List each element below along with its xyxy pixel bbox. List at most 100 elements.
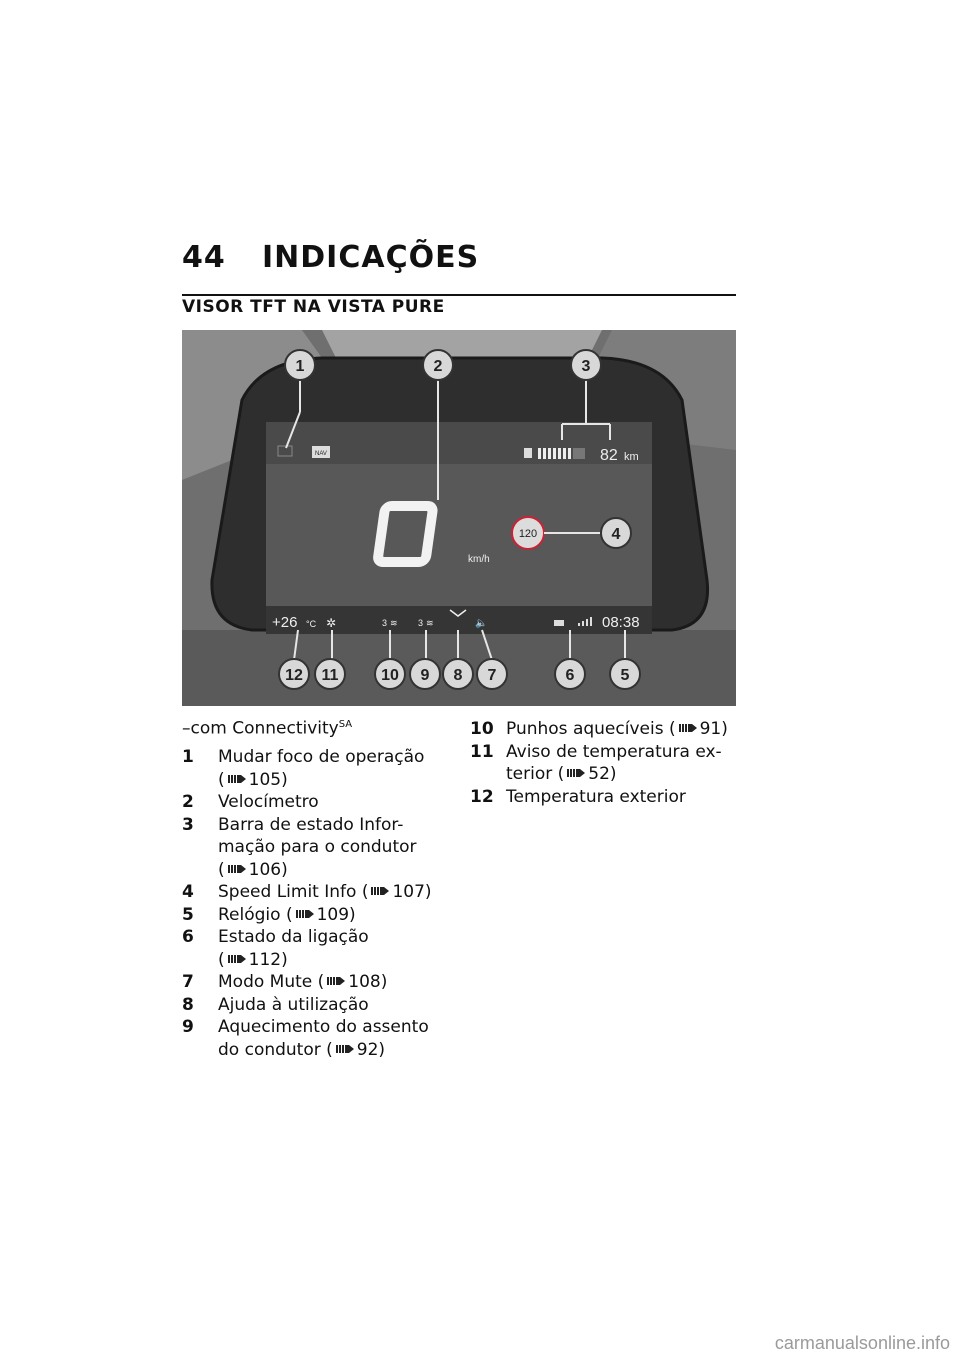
legend-item-number: 9 [182,1017,194,1038]
page-reference: (91) [663,719,728,739]
callout-9 [409,658,441,690]
legend-item-text: Aviso de temperatura ex-terior [506,741,722,785]
page-reference: (106) [218,859,288,880]
callout-8 [442,658,474,690]
callout-7 [476,658,508,690]
svg-text:2: 2 [434,358,443,375]
tft-display-illustration: NAV 82 km km/h 120 +26 °C ✲ 3 ≋ 3 ≋ 🔈 08… [182,330,736,706]
section-divider [182,294,736,296]
page-ref-arrow-icon [295,909,314,918]
page-reference-number: 109) [316,904,356,925]
page-reference: (108) [312,972,388,993]
svg-text:5: 5 [621,667,630,684]
page-ref-arrow-icon [678,724,697,732]
legend-item: 1 Mudar foco de operação (105) [182,746,442,791]
legend-item: 2 Velocímetro [182,791,442,814]
page-reference: (105) [218,769,288,790]
callout-11 [314,658,346,690]
svg-text:1: 1 [296,358,305,375]
callout-10 [374,658,406,690]
callout-3 [570,349,602,381]
page-ref-arrow-icon [567,769,586,777]
legend-item-number: 1 [182,747,194,768]
callout-2 [422,349,454,381]
legend-item-text: Modo Mute [218,972,313,993]
svg-text:10: 10 [381,667,399,684]
svg-text:11: 11 [322,667,339,684]
svg-text:12: 12 [285,667,303,684]
chapter-title: INDICAÇÕES [262,240,480,275]
tft-display-figure: NAV 82 km km/h 120 +26 °C ✲ 3 ≋ 3 ≋ 🔈 08… [182,330,736,706]
svg-text:✲: ✲ [326,616,336,630]
svg-text:120: 120 [519,528,537,540]
svg-text:9: 9 [421,667,430,684]
page-reference: (52) [552,764,617,784]
legend-item-number: 4 [182,882,194,903]
svg-text:+26: +26 [272,614,297,631]
legend-item-text: Mudar foco de operação [218,747,425,768]
page-reference-number: 107) [392,882,432,903]
page-reference: (92) [320,1039,386,1060]
legend-item-text: Punhos aquecíveis [506,719,664,739]
page-ref-arrow-icon [227,954,246,963]
page-ref-arrow-icon [327,977,346,986]
svg-text:08:38: 08:38 [602,614,640,631]
page-reference-number: 105) [248,769,288,790]
legend-item-number: 8 [182,994,194,1015]
legend-item: 5 Relógio (109) [182,904,442,927]
legend-item-text: Aquecimento do assento do condutor [218,1017,429,1060]
legend-item-number: 3 [182,814,194,835]
svg-text:3: 3 [382,618,387,628]
page-reference-number: 91) [699,719,728,739]
page-ref-arrow-icon [371,887,390,896]
svg-text:4: 4 [612,526,621,543]
section-title: VISOR TFT NA VISTA PURE [182,297,445,317]
legend-item-text: Velocímetro [218,792,319,813]
svg-text:3: 3 [418,618,423,628]
page-reference: (112) [218,949,288,970]
svg-text:≋: ≋ [390,619,398,629]
speed-digit [373,501,438,567]
svg-text:8: 8 [454,667,463,684]
page-reference: (107) [356,882,432,903]
fuel-icon [524,448,532,458]
page-ref-arrow-icon [227,774,246,783]
legend-item-number: 7 [182,972,194,993]
page-reference-number: 92) [356,1039,386,1060]
svg-text:3: 3 [582,358,591,375]
legend-item-number: 12 [470,786,494,807]
legend-item-text: Ajuda à utilização [218,994,369,1015]
legend-item: 4 Speed Limit Info (107) [182,881,442,904]
svg-text:NAV: NAV [315,451,327,457]
callout-5 [609,658,641,690]
svg-text:km/h: km/h [468,554,490,565]
page-reference: (109) [280,904,356,925]
nav-icon [312,446,330,458]
legend-item: 9 Aquecimento do assento do condutor (92) [182,1016,442,1061]
legend-item-text: Temperatura exterior [506,786,686,807]
svg-text:7: 7 [488,667,497,684]
svg-text:≋: ≋ [426,619,434,629]
legend-item-text: Relógio [218,904,281,925]
condition-note: –com ConnectivitySA [182,718,353,739]
legend-item-number: 5 [182,904,194,925]
page-number: 44 [182,240,226,275]
legend-item-number: 6 [182,927,194,948]
legend-left-column: –com ConnectivitySA 1 Mudar foco de opera… [182,714,442,1061]
page-reference-number: 52) [588,764,617,784]
callout-4 [600,517,632,549]
legend-item-number: 2 [182,792,194,813]
legend-item-number: 11 [470,741,494,762]
legend-item: 7 Modo Mute (108) [182,971,442,994]
legend-item-text: Speed Limit Info [218,882,357,903]
svg-text:82: 82 [600,447,618,464]
callout-6 [554,658,586,690]
svg-text:°C: °C [306,619,317,629]
page-reference-number: 108) [348,972,388,993]
page-reference-number: 112) [248,949,288,970]
page-reference-number: 106) [248,859,288,880]
